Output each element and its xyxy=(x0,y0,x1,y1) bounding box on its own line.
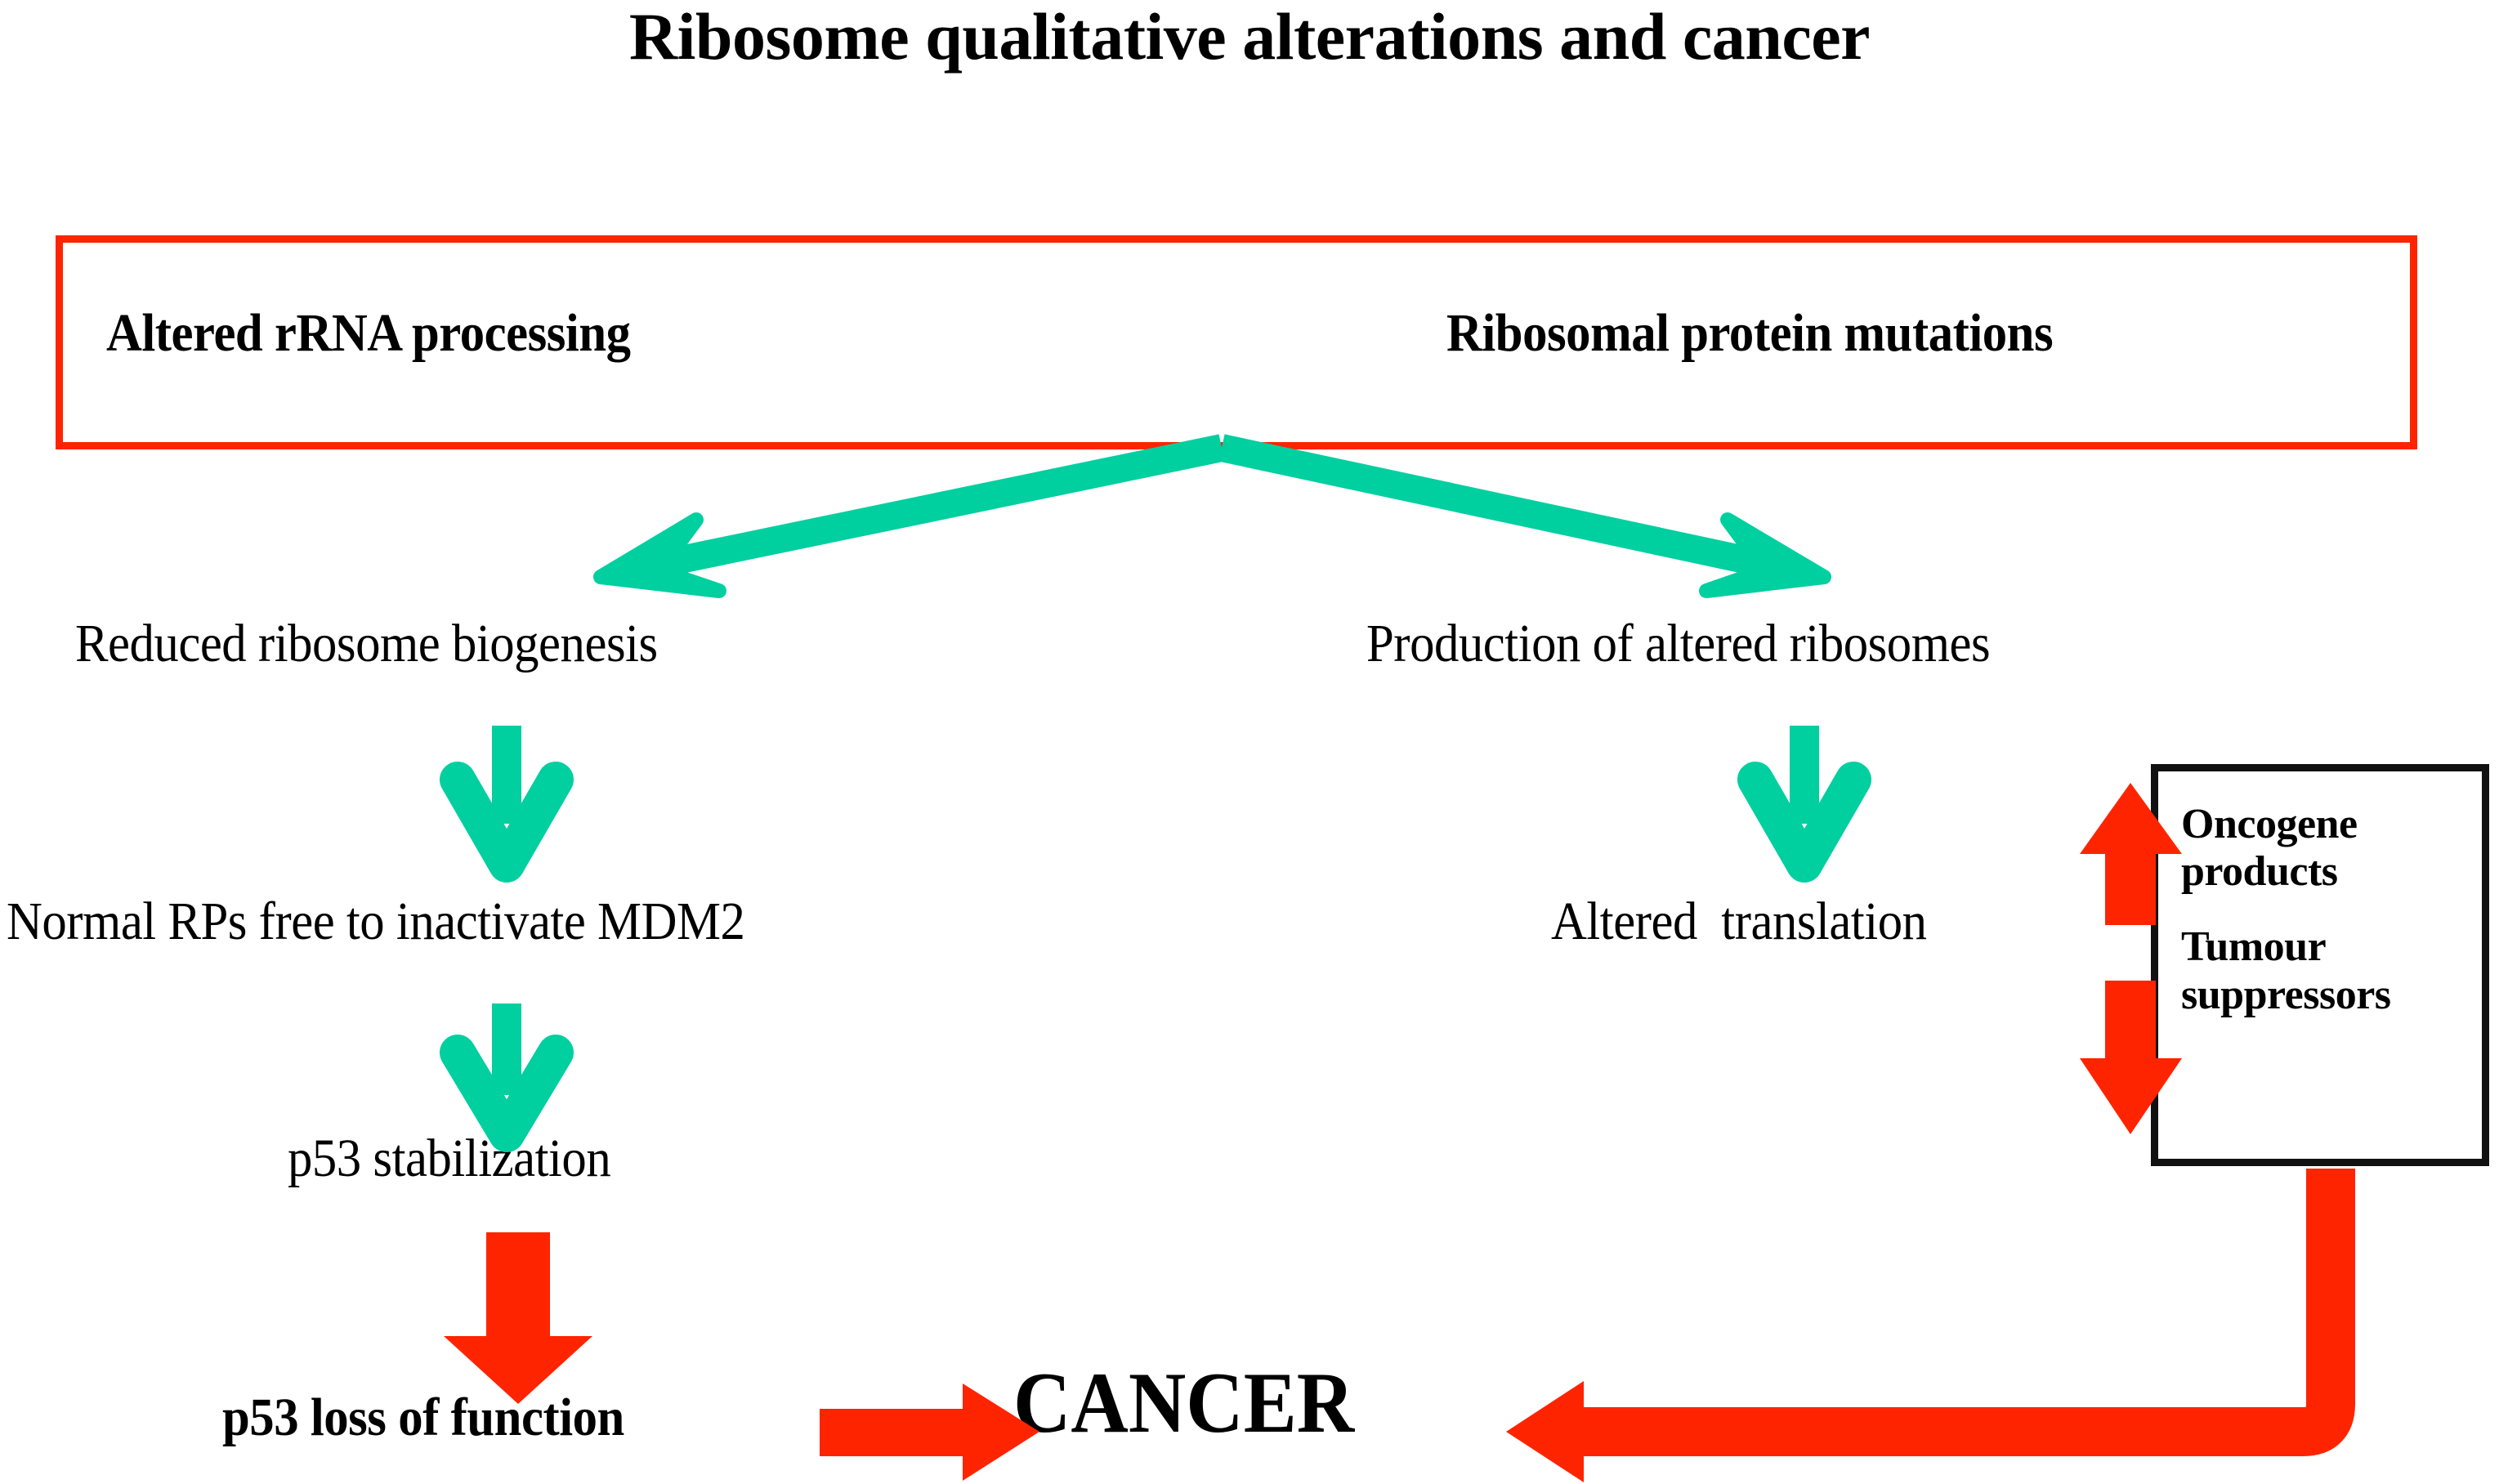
regulator-line-tumour: Tumour xyxy=(2181,923,2327,971)
red-right-arrow-to-cancer-icon xyxy=(820,1383,1039,1481)
node-reduced-ribosome-biogenesis: Reduced ribosome biogenesis xyxy=(75,614,658,673)
regulator-line-suppressors: suppressors xyxy=(2181,971,2391,1018)
page-title: Ribosome qualitative alterations and can… xyxy=(628,0,1871,74)
green-down-arrow-3-icon xyxy=(1737,726,1871,883)
green-down-arrow-2-icon xyxy=(440,1003,574,1152)
node-ribosomal-protein-mutations: Ribosomal protein mutations xyxy=(1446,303,2054,363)
green-split-left-icon xyxy=(593,434,1225,598)
node-p53-loss-of-function: p53 loss of function xyxy=(222,1388,624,1447)
green-down-arrow-1-icon xyxy=(440,726,574,883)
regulator-spacer xyxy=(2181,896,2482,923)
red-down-arrow-p53-icon xyxy=(444,1232,592,1404)
node-altered-rrna-processing: Altered rRNA processing xyxy=(106,303,631,363)
node-p53-stabilization: p53 stabilization xyxy=(288,1129,611,1188)
node-normal-rps-inactivate-mdm2: Normal RPs free to inactivate MDM2 xyxy=(7,892,745,951)
node-cancer: CANCER xyxy=(1013,1355,1355,1450)
regulator-line-oncogene: Oncogene xyxy=(2181,801,2358,847)
regulator-line-products: products xyxy=(2181,848,2338,896)
node-production-of-altered-ribosomes: Production of altered ribosomes xyxy=(1366,614,1991,673)
red-elbow-arrow-to-cancer-icon xyxy=(1506,1169,2355,1482)
green-split-right-icon xyxy=(1218,434,1831,598)
regulator-box: Oncogene products Tumour suppressors xyxy=(2151,764,2489,1166)
node-altered-translation: Altered translation xyxy=(1551,892,1927,951)
